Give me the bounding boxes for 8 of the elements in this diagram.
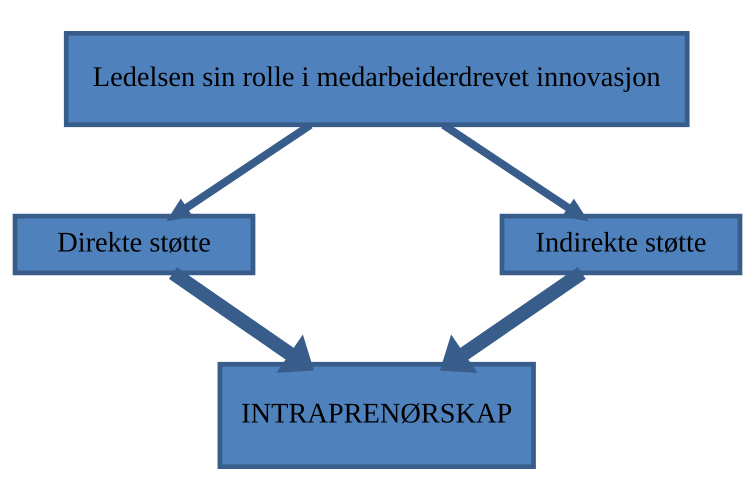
arrow (440, 266, 586, 372)
node-box: INTRAPRENØRSKAP (218, 361, 536, 469)
node-box: Indirekte støtte (500, 213, 742, 275)
arrow (168, 266, 314, 372)
arrow (166, 121, 313, 221)
node-box: Direkte støtte (12, 213, 256, 275)
node-box: Ledelsen sin rolle i medarbeiderdrevet innovasjon (64, 30, 690, 127)
arrow (441, 121, 589, 221)
